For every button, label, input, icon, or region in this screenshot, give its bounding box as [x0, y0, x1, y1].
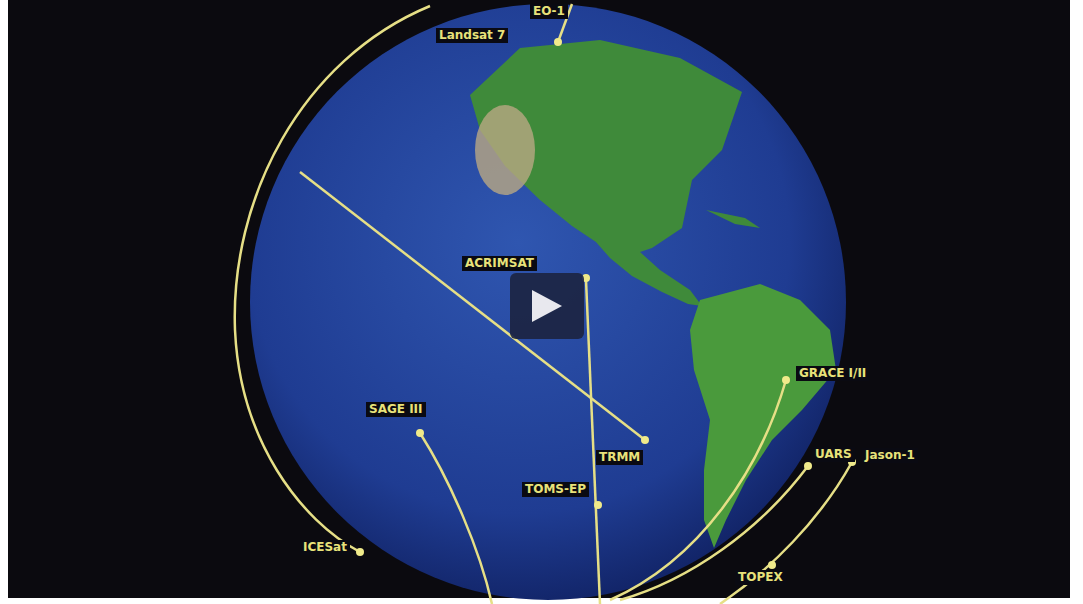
orbit-track — [720, 462, 852, 604]
orbit-tracks — [235, 4, 852, 604]
satellite-label: EO-1 — [530, 4, 568, 19]
orbit-track — [235, 6, 430, 552]
orbit-track — [420, 433, 492, 604]
satellite-dots — [356, 38, 856, 569]
satellite-label: SAGE III — [366, 402, 426, 417]
satellite-label: GRACE I/II — [796, 366, 869, 381]
satellite-label: TOPEX — [735, 570, 786, 585]
satellite-label: TOMS-EP — [522, 482, 589, 497]
satellite-label: ACRIMSAT — [462, 256, 537, 271]
desert-region — [475, 105, 535, 195]
orbit-track — [300, 172, 645, 440]
orbit-track — [586, 280, 600, 604]
satellite-label: TRMM — [596, 450, 643, 465]
satellite-label: ICESat — [300, 540, 350, 555]
earth-globe — [250, 4, 846, 600]
satellite-label: Landsat 7 — [436, 28, 508, 43]
south-america — [690, 284, 836, 548]
satellite-label: UARS — [812, 447, 855, 462]
satellite-label: Jason-1 — [862, 448, 918, 463]
orbit-track — [620, 466, 808, 600]
cuba — [706, 210, 760, 228]
orbit-track — [610, 380, 786, 600]
play-button — [510, 273, 584, 339]
